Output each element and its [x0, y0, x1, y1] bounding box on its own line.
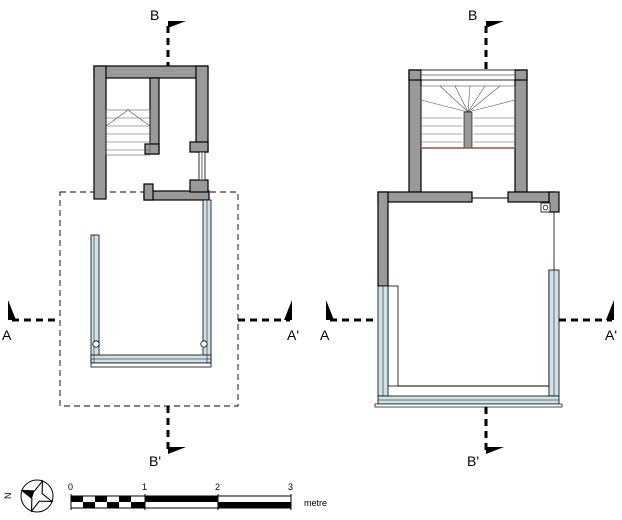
- right-plan: B B' A A': [320, 7, 617, 469]
- scale-tick-0: 0: [68, 482, 73, 492]
- left-dashed-outline: [59, 191, 239, 407]
- right-label-b-top: B: [468, 7, 477, 23]
- scale-tick-3: 3: [288, 482, 293, 492]
- north-label: N: [3, 493, 13, 500]
- left-plan: B B' A A': [2, 7, 299, 469]
- right-a-right-flag-icon: [606, 300, 614, 320]
- left-a-left-flag-icon: [8, 300, 16, 320]
- left-label-a-prime: A': [287, 327, 299, 343]
- scale-bar: 0 1 2 3 metre: [68, 482, 327, 510]
- right-label-b-bottom: B': [467, 453, 479, 469]
- right-label-a: A: [320, 327, 330, 343]
- left-b-bottom-flag-icon: [168, 440, 186, 454]
- right-b-top-flag-icon: [486, 14, 504, 28]
- right-walls: [377, 69, 560, 287]
- right-b-bottom-flag-icon: [486, 440, 504, 454]
- left-label-a: A: [2, 327, 12, 343]
- left-b-top-flag-icon: [168, 14, 186, 28]
- scale-tick-1: 1: [142, 482, 147, 492]
- north-arrow: N: [3, 479, 54, 513]
- left-stairs: [105, 109, 151, 156]
- left-label-b-bottom: B': [149, 453, 161, 469]
- right-label-a-prime: A': [605, 327, 617, 343]
- scale-unit: metre: [304, 498, 327, 508]
- left-label-b-top: B: [150, 7, 159, 23]
- left-walls: [93, 65, 210, 201]
- scale-tick-2: 2: [215, 482, 220, 492]
- right-a-left-flag-icon: [326, 300, 334, 320]
- compass-icon: [20, 479, 54, 513]
- right-glazing: [374, 269, 563, 408]
- left-a-right-flag-icon: [284, 300, 292, 320]
- right-stairs: [420, 85, 516, 149]
- left-glass-room: [90, 199, 212, 368]
- right-room: [387, 197, 555, 387]
